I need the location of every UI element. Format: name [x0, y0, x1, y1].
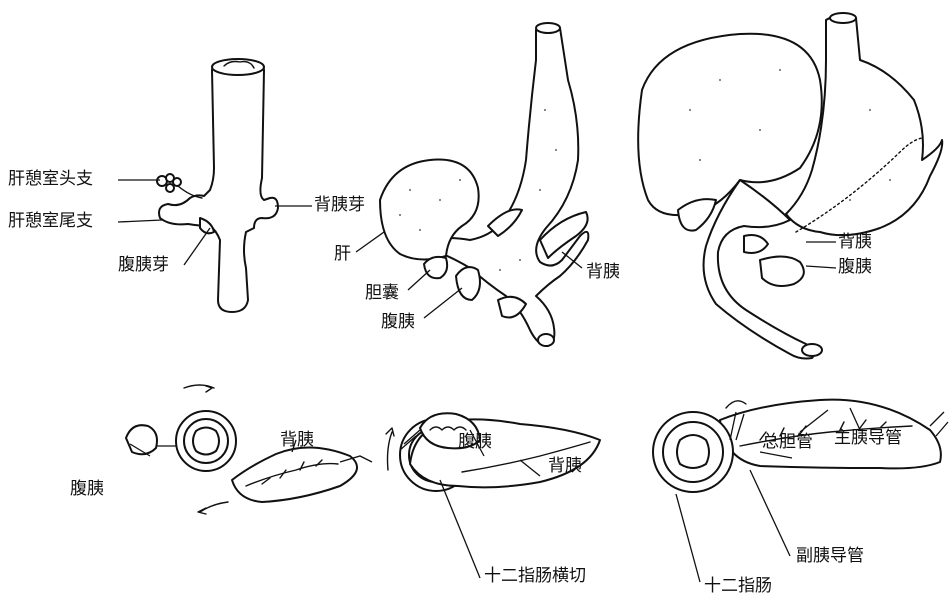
label-duodenum: 十二指肠 [704, 578, 772, 595]
label-dorsal-pancreas-4: 背胰 [280, 432, 314, 449]
label-liver: 肝 [334, 246, 351, 263]
label-hepatic-diverticulum-tail: 肝憩室尾支 [8, 213, 93, 230]
panel-3-rotated-gut [638, 13, 942, 359]
label-ventral-pancreas-5: 腹胰 [458, 434, 492, 451]
panel-5-cross-section [386, 413, 600, 491]
label-dorsal-pancreas-3: 背胰 [838, 234, 872, 251]
label-ventral-pancreatic-bud: 腹胰芽 [118, 257, 169, 274]
label-ventral-pancreas-3: 腹胰 [838, 259, 872, 276]
label-ventral-pancreas-4: 腹胰 [70, 481, 104, 498]
label-hepatic-diverticulum-head: 肝憩室头支 [8, 171, 93, 188]
label-gallbladder: 胆囊 [365, 285, 399, 302]
panel-2-liver-and-gut [380, 23, 588, 346]
label-dorsal-pancreas-5: 背胰 [548, 458, 582, 475]
label-dorsal-pancreas-2: 背胰 [586, 264, 620, 281]
label-common-bile-duct: 总胆管 [762, 434, 813, 451]
panel-1-gut-tube [157, 59, 278, 312]
label-dorsal-pancreatic-bud: 背胰芽 [314, 197, 365, 214]
label-ventral-pancreas-2: 腹胰 [381, 314, 415, 331]
label-main-pancreatic-duct: 主胰导管 [834, 430, 902, 447]
label-duodenum-cross-section: 十二指肠横切 [484, 568, 586, 585]
panel-4-cross-section [126, 385, 372, 514]
label-accessory-pancreatic-duct: 副胰导管 [796, 548, 864, 565]
